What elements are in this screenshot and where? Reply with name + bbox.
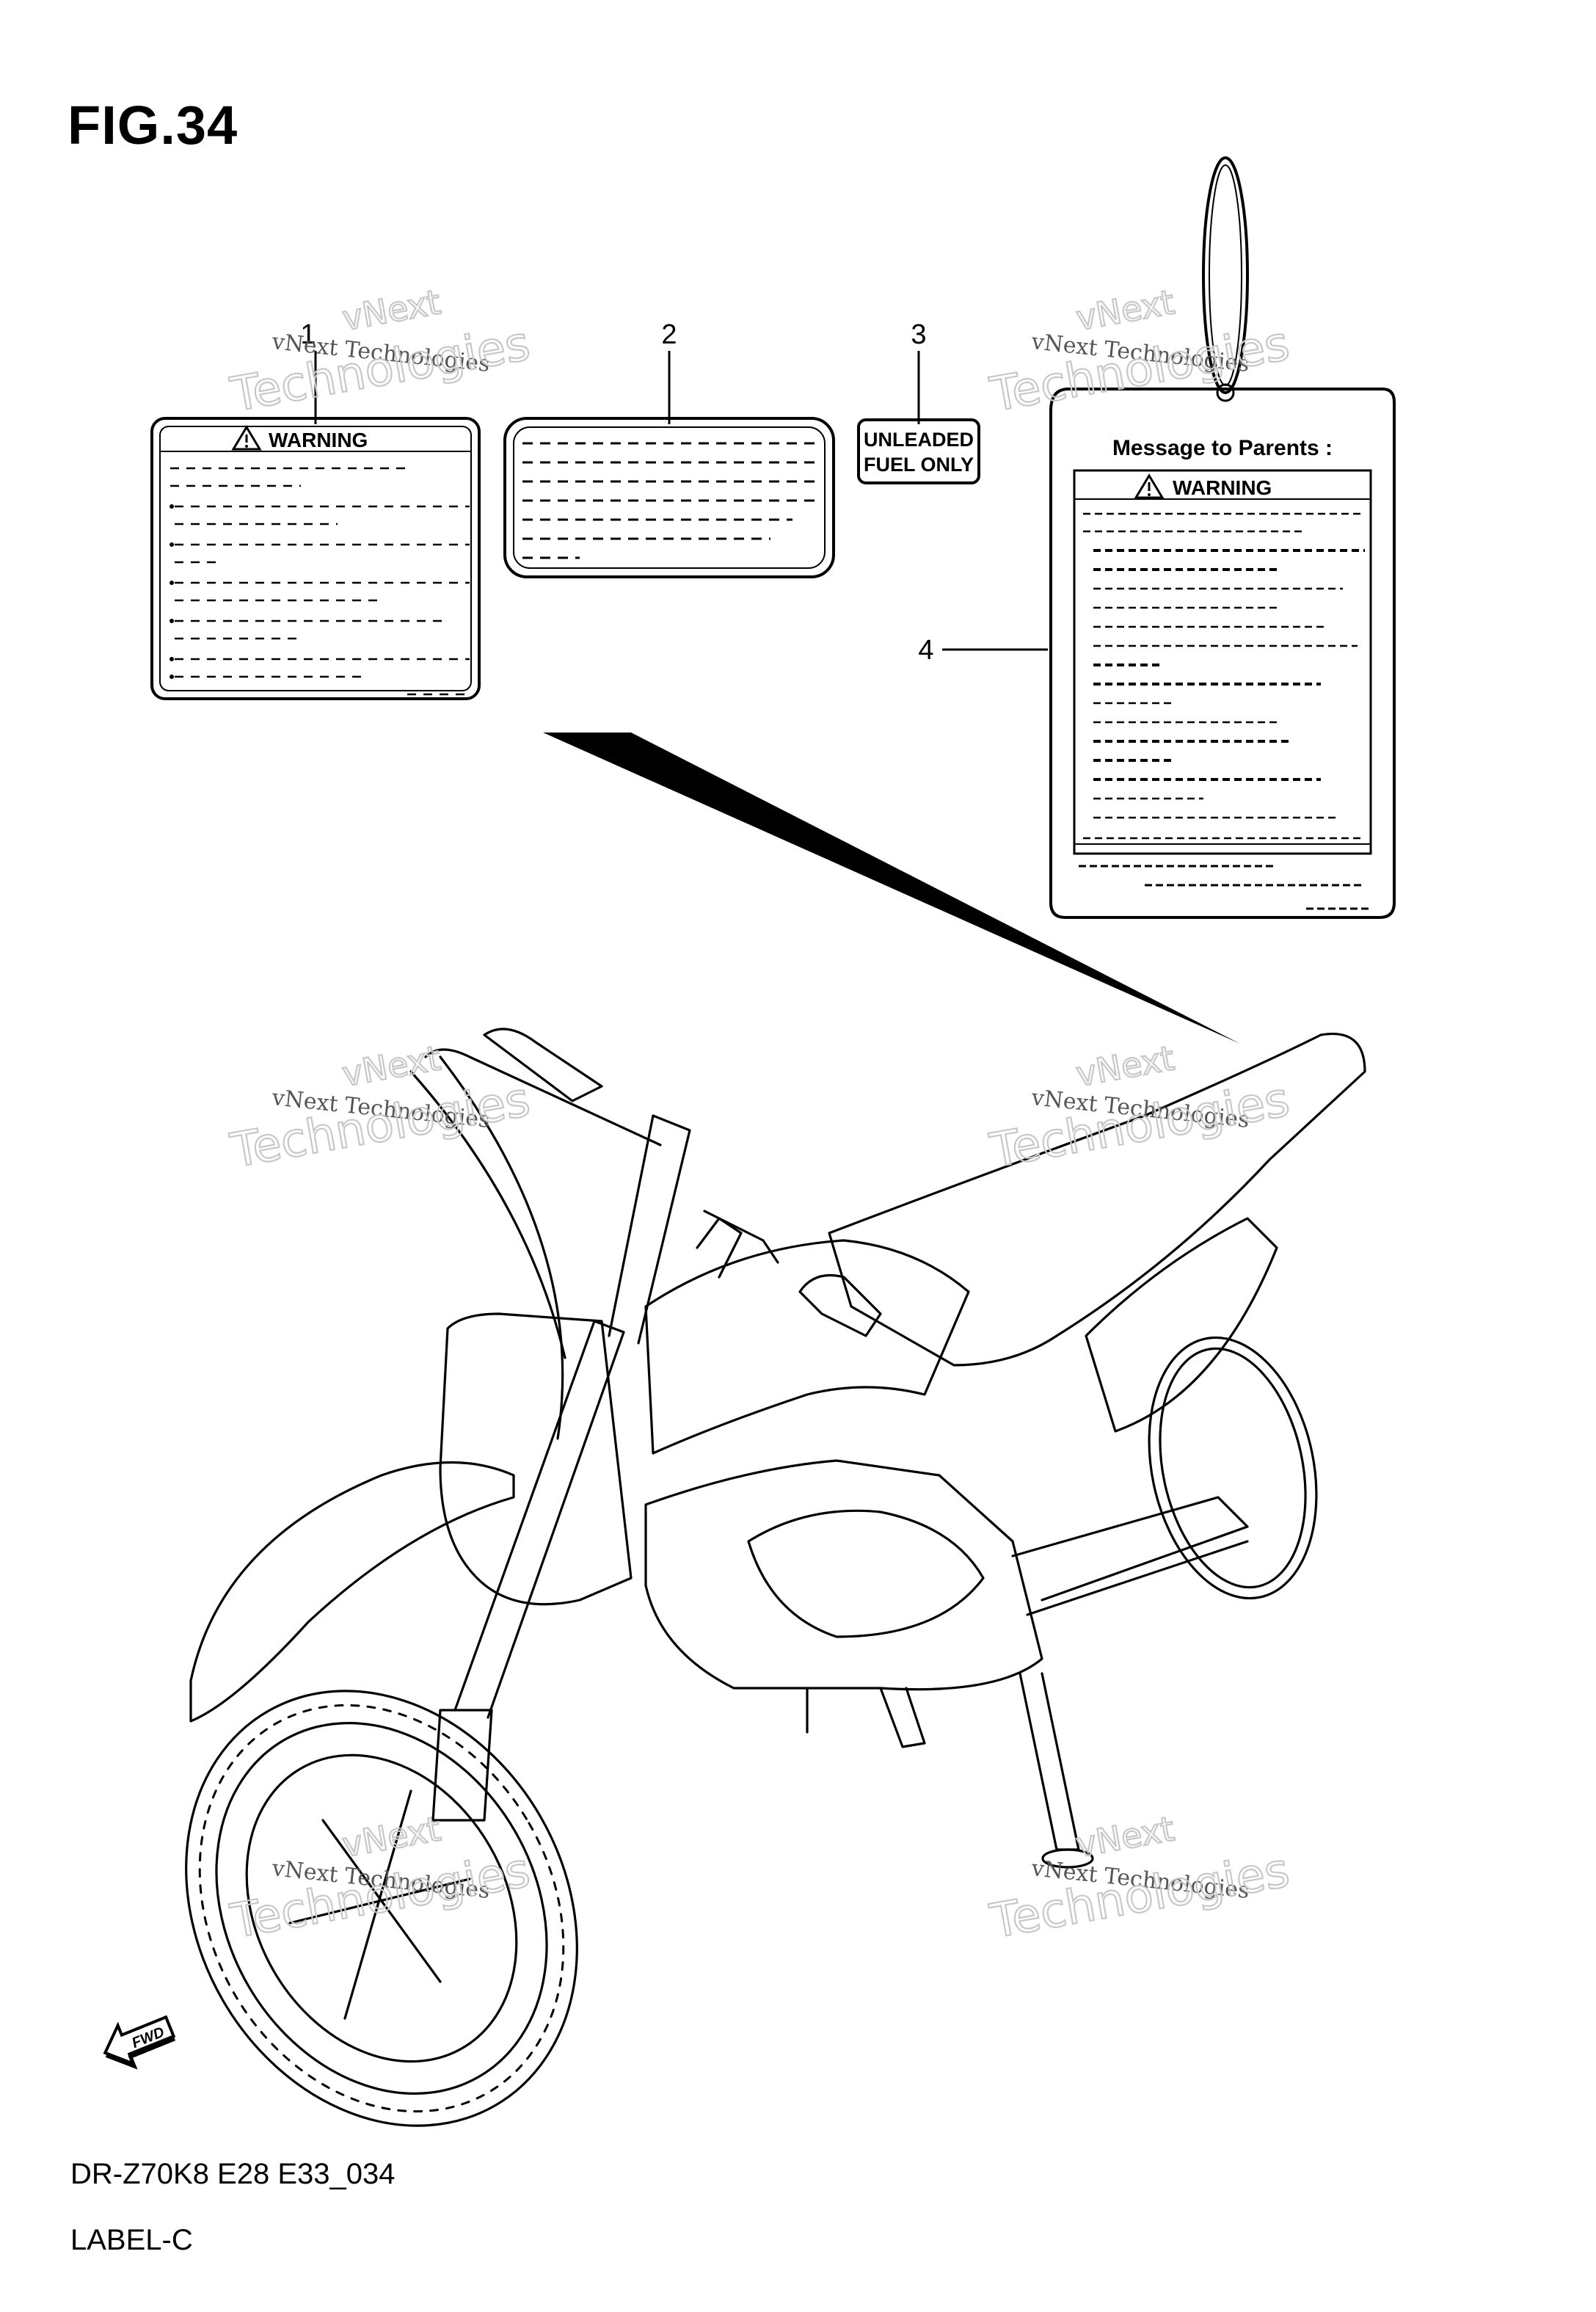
callout-number-3: 3: [911, 319, 926, 350]
hang-tag: Message to Parents : WARNING: [1049, 156, 1396, 919]
caution-label: [503, 417, 835, 578]
tag-warning-triangle-icon: [1134, 473, 1165, 499]
figure-title: FIG.34: [68, 95, 238, 156]
fuel-label: UNLEADED FUEL ONLY: [857, 418, 980, 484]
svg-text:vNext: vNext: [1074, 1038, 1178, 1094]
section-name: LABEL-C: [70, 2224, 193, 2256]
fuel-label-line-2: FUEL ONLY: [864, 454, 974, 476]
watermark-top-left: vNext Technologies vNext Technologies: [226, 281, 535, 423]
svg-text:vNext: vNext: [340, 1808, 444, 1865]
callout-2[interactable]: 2: [661, 319, 677, 424]
svg-text:vNext: vNext: [1074, 282, 1178, 338]
callout-3[interactable]: 3: [911, 319, 927, 424]
watermark-bottom-left: vNext Technologies vNext Technologies: [226, 1808, 535, 1950]
callout-number-2: 2: [661, 319, 677, 350]
watermark-bottom-right: vNext Technologies vNext Technologies: [985, 1808, 1294, 1950]
svg-text:vNext: vNext: [340, 282, 444, 338]
callout-1[interactable]: 1: [300, 319, 317, 424]
model-code: DR-Z70K8 E28 E33_034: [70, 2158, 396, 2190]
watermark-middle-left: vNext Technologies vNext Technologies: [226, 1037, 535, 1179]
warning-triangle-icon: [231, 425, 262, 451]
motorcycle-outline: [185, 1028, 1366, 2127]
callout-number-4: 4: [918, 635, 933, 666]
svg-text:vNext: vNext: [340, 1038, 444, 1094]
callout-number-1: 1: [300, 319, 316, 350]
svg-text:vNext: vNext: [1074, 1808, 1178, 1865]
warning-label-heading: WARNING: [269, 429, 368, 451]
warning-label: WARNING: [150, 417, 481, 700]
location-pointer: [543, 733, 1240, 1044]
watermark-middle-right: vNext Technologies vNext Technologies: [985, 1037, 1294, 1179]
fuel-label-line-1: UNLEADED: [864, 429, 974, 451]
callout-4[interactable]: 4: [918, 635, 1048, 666]
tag-heading: Message to Parents :: [1112, 436, 1333, 460]
forward-arrow-icon: FWD: [103, 2015, 176, 2070]
tag-warning-heading: WARNING: [1173, 476, 1272, 499]
